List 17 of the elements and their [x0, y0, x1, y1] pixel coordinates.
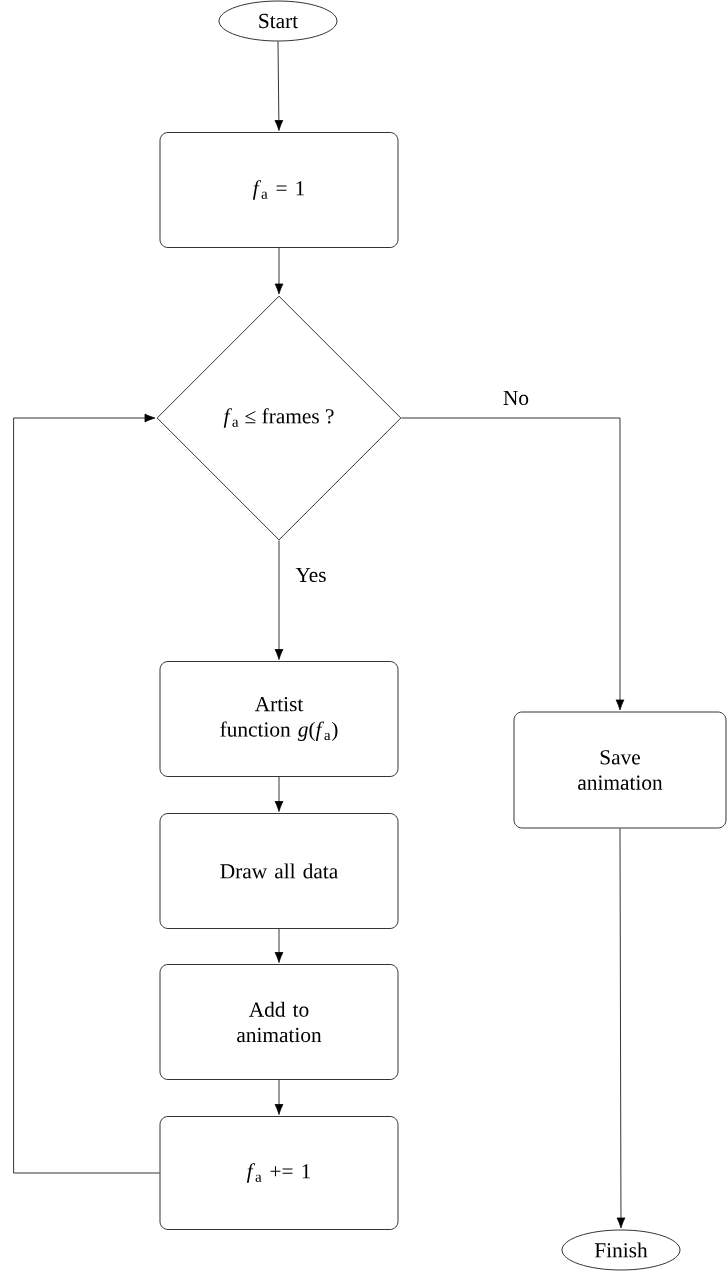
edge-label: Yes: [292, 565, 330, 585]
arrow: [401, 417, 625, 711]
arrow: [274, 41, 284, 131]
arrow: [13, 413, 160, 1174]
arrow: [274, 928, 284, 963]
arrow: [274, 540, 284, 660]
arrow: [274, 776, 284, 812]
process-box: Draw all data: [159, 813, 399, 929]
arrow: [616, 828, 626, 1229]
edge-label: No: [500, 388, 532, 408]
process-box: f$_{a}$ = 1: [159, 132, 399, 248]
arrow: [274, 247, 284, 295]
arrow: [274, 1079, 284, 1115]
process-box: f$_{a}$ += 1: [159, 1116, 399, 1230]
process-box: Save animation: [513, 711, 727, 829]
process-box: Artist function g(f$_{a}$): [159, 661, 399, 777]
process-box: Add to animation: [159, 964, 399, 1080]
